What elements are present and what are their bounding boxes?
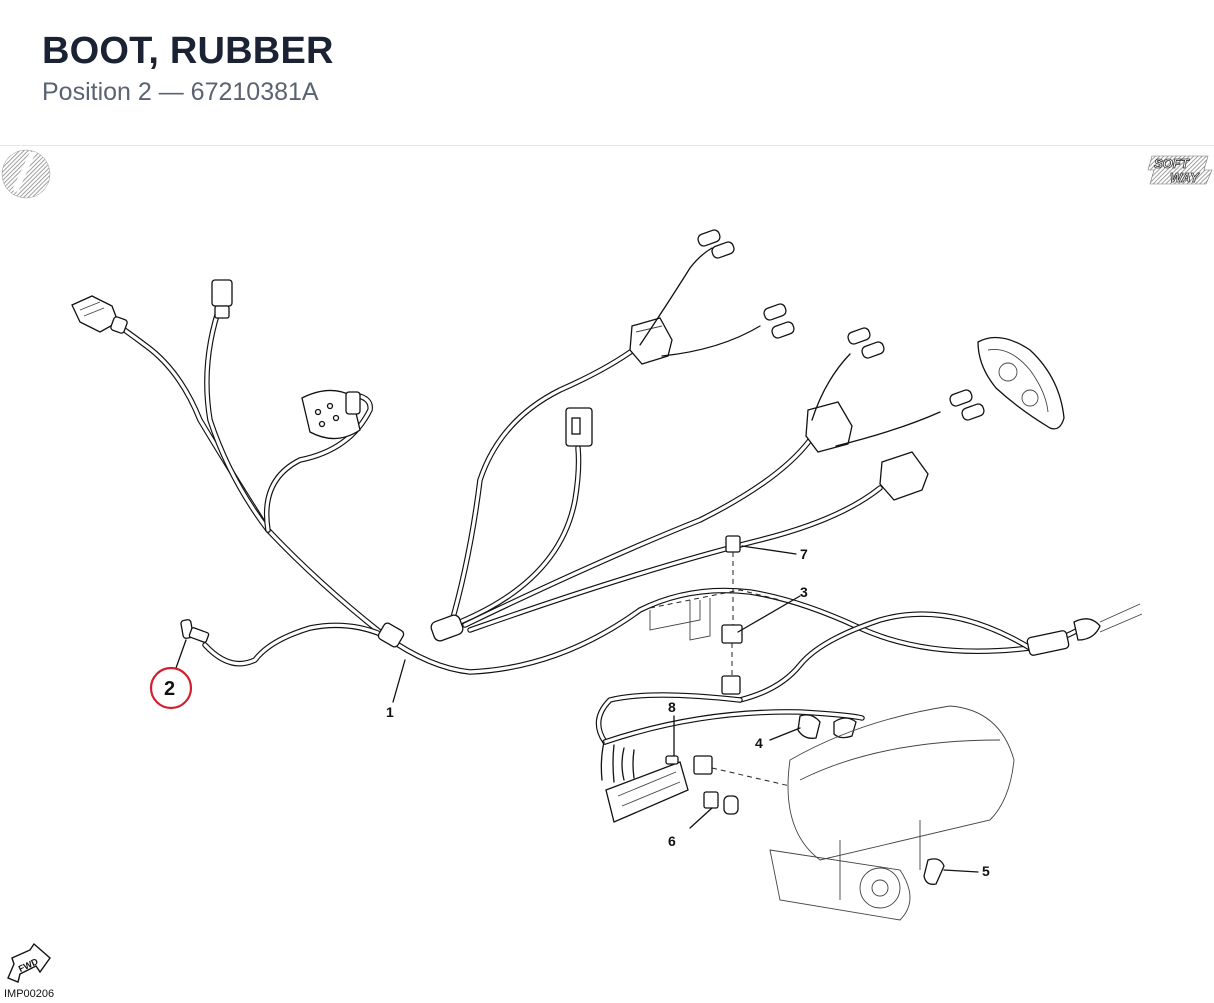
- forward-arrow-icon: FWD: [7, 942, 51, 983]
- exploded-parts-diagram: SOFT WAY: [1, 149, 1213, 1000]
- callout-7[interactable]: 7: [800, 546, 808, 562]
- page-subtitle: Position 2 — 67210381A: [42, 78, 319, 106]
- brand-emblem-icon: [1, 149, 51, 199]
- fuse-box: [600, 714, 945, 885]
- wiring-harness: [107, 297, 1081, 745]
- headlight-assembly: [769, 705, 1015, 921]
- diagram-reference-code: IMP00206: [4, 988, 54, 1000]
- callout-1[interactable]: 1: [386, 704, 394, 720]
- page-header: BOOT, RUBBER Position 2 — 67210381A: [0, 0, 1214, 146]
- callout-8[interactable]: 8: [668, 699, 676, 715]
- callout-4[interactable]: 4: [755, 735, 763, 751]
- callout-3[interactable]: 3: [800, 584, 808, 600]
- svg-text:SOFT: SOFT: [1154, 156, 1190, 171]
- callouts: 1 2 3 4 5 6 7 8: [149, 546, 990, 879]
- callout-2: 2: [164, 678, 175, 700]
- page-title: BOOT, RUBBER: [42, 30, 334, 72]
- harness-connectors: [71, 229, 1143, 656]
- callout-6[interactable]: 6: [668, 833, 676, 849]
- callout-leaders: [175, 545, 979, 873]
- relay-bracket: [649, 535, 781, 695]
- softway-logo: SOFT WAY: [1147, 156, 1213, 185]
- instrument-cluster: [977, 336, 1065, 430]
- rubber-boot-part: [180, 619, 210, 643]
- svg-text:WAY: WAY: [1170, 170, 1200, 185]
- callout-2-highlight[interactable]: 2: [149, 666, 193, 710]
- callout-5[interactable]: 5: [982, 863, 990, 879]
